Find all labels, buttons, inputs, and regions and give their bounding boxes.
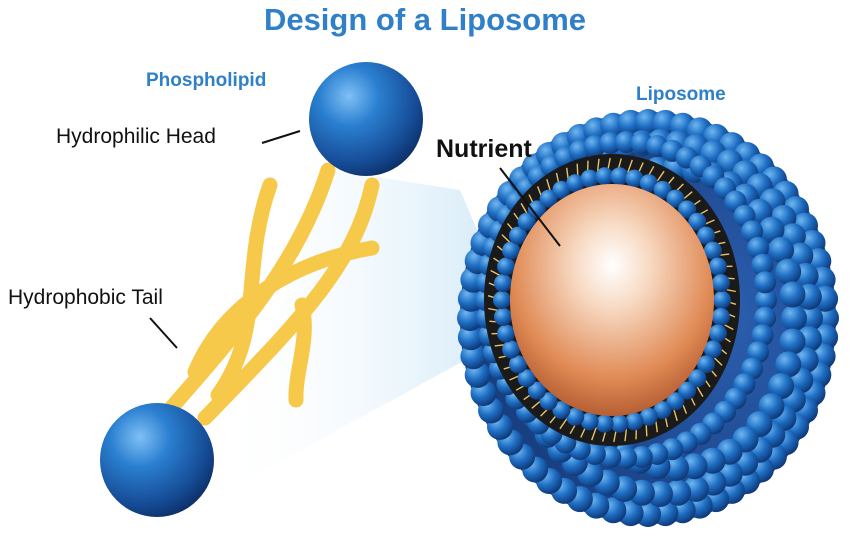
label-hydrophobic-tail: Hydrophobic Tail [8,286,163,310]
inner-bead [712,274,730,292]
outer-bead [780,329,806,355]
outer-bead [754,271,776,293]
leader-hydrophilic-head [262,131,300,143]
leader-hydrophobic-tail [150,318,177,348]
label-phospholipid: Phospholipid [146,70,266,92]
phospholipid-head-bottom [100,403,214,517]
label-hydrophilic-head: Hydrophilic Head [56,125,216,149]
outer-bead [781,305,807,331]
inner-bead [494,274,512,292]
inner-bead [713,291,731,309]
inner-bead [712,308,730,326]
inner-bead [709,325,727,343]
outer-bead [775,259,801,285]
inner-bead [493,291,511,309]
phospholipid-head-top [309,62,423,176]
nutrient-core [510,184,714,416]
outer-bead [780,282,806,308]
page-title: Design of a Liposome [0,2,850,38]
inner-bead [709,258,727,276]
inner-bead [494,308,512,326]
inner-bead [497,258,515,276]
liposome [457,109,839,527]
label-nutrient: Nutrient [436,135,532,164]
tail-5 [296,305,304,400]
label-liposome: Liposome [636,84,726,106]
inner-bead [497,325,515,343]
